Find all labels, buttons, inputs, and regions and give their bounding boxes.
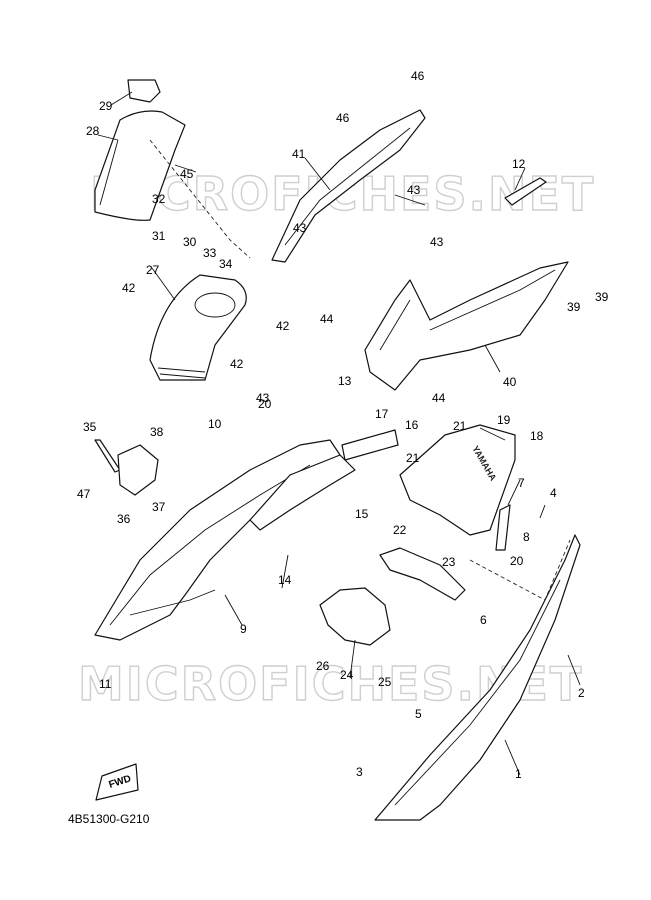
callout-43a: 43 (407, 183, 421, 197)
part-36-lock (117, 444, 159, 496)
callout-19: 19 (497, 413, 511, 427)
callout-35: 35 (83, 420, 97, 434)
part-7-strip (495, 504, 511, 551)
callout-25: 25 (378, 675, 392, 689)
callout-43c: 43 (430, 235, 444, 249)
callout-41: 41 (292, 147, 306, 161)
callout-40: 40 (503, 375, 517, 389)
callout-14: 14 (278, 573, 292, 587)
diagram-code: 4B51300-G210 (68, 812, 150, 826)
part-16-strip (341, 429, 399, 461)
callout-44b: 44 (432, 391, 446, 405)
callout-10: 10 (208, 417, 222, 431)
callout-18: 18 (530, 429, 544, 443)
callout-29: 29 (99, 99, 113, 113)
callout-7: 7 (518, 476, 525, 490)
callout-43b: 43 (293, 221, 307, 235)
callout-1: 1 (515, 767, 522, 781)
callout-39b: 39 (595, 290, 609, 304)
callout-36: 36 (117, 512, 131, 526)
callout-23: 23 (442, 555, 456, 569)
part-24-under-cover (319, 587, 391, 646)
part-40-right-cover (364, 261, 569, 391)
callout-42a: 42 (122, 281, 136, 295)
callout-22: 22 (393, 523, 407, 537)
callout-46b: 46 (336, 111, 350, 125)
part-35-rod (94, 439, 121, 473)
part-15-center-tunnel (249, 454, 356, 531)
callout-27: 27 (146, 263, 160, 277)
part-28-upper-panel (94, 110, 251, 259)
callout-43d: 43 (256, 391, 270, 405)
part-41-side-rail (271, 109, 426, 263)
callout-20a: 20 (258, 397, 272, 411)
callout-39a: 39 (567, 300, 581, 314)
part-22-bracket (379, 547, 466, 601)
callout-21b: 21 (406, 451, 420, 465)
callout-31: 31 (152, 229, 166, 243)
part-27-inner-lid (149, 274, 247, 381)
callout-34: 34 (219, 257, 233, 271)
callout-46a: 46 (411, 69, 425, 83)
callout-8: 8 (523, 530, 530, 544)
callout-9: 9 (240, 622, 247, 636)
callout-28: 28 (86, 124, 100, 138)
part-29-cap (127, 79, 161, 103)
part-18-seat-cover: YAMAHA (399, 424, 516, 536)
callout-42c: 42 (230, 357, 244, 371)
callout-20b: 20 (510, 554, 524, 568)
callout-42b: 42 (276, 319, 290, 333)
callout-12: 12 (512, 157, 526, 171)
part-1-right-lower-cover (374, 534, 581, 821)
callout-24: 24 (340, 668, 354, 682)
fwd-arrow-icon: FWD (95, 763, 139, 801)
callout-6: 6 (480, 613, 487, 627)
callout-45: 45 (180, 167, 194, 181)
callout-32: 32 (152, 192, 166, 206)
callout-13: 13 (338, 374, 352, 388)
callout-44a: 44 (320, 312, 334, 326)
callout-2: 2 (578, 686, 585, 700)
callout-16: 16 (405, 418, 419, 432)
callout-5: 5 (415, 707, 422, 721)
callout-38: 38 (150, 425, 164, 439)
callout-33: 33 (203, 246, 217, 260)
leader-lines (97, 91, 581, 776)
callout-30: 30 (183, 235, 197, 249)
callout-47: 47 (77, 487, 91, 501)
callout-17: 17 (375, 407, 389, 421)
callout-21a: 21 (453, 419, 467, 433)
callout-26: 26 (316, 659, 330, 673)
callout-11: 11 (99, 677, 112, 691)
callout-15: 15 (355, 507, 369, 521)
callout-3: 3 (356, 765, 363, 779)
callout-37: 37 (152, 500, 166, 514)
callout-4: 4 (550, 486, 557, 500)
part-12-cable-tie (504, 177, 547, 206)
